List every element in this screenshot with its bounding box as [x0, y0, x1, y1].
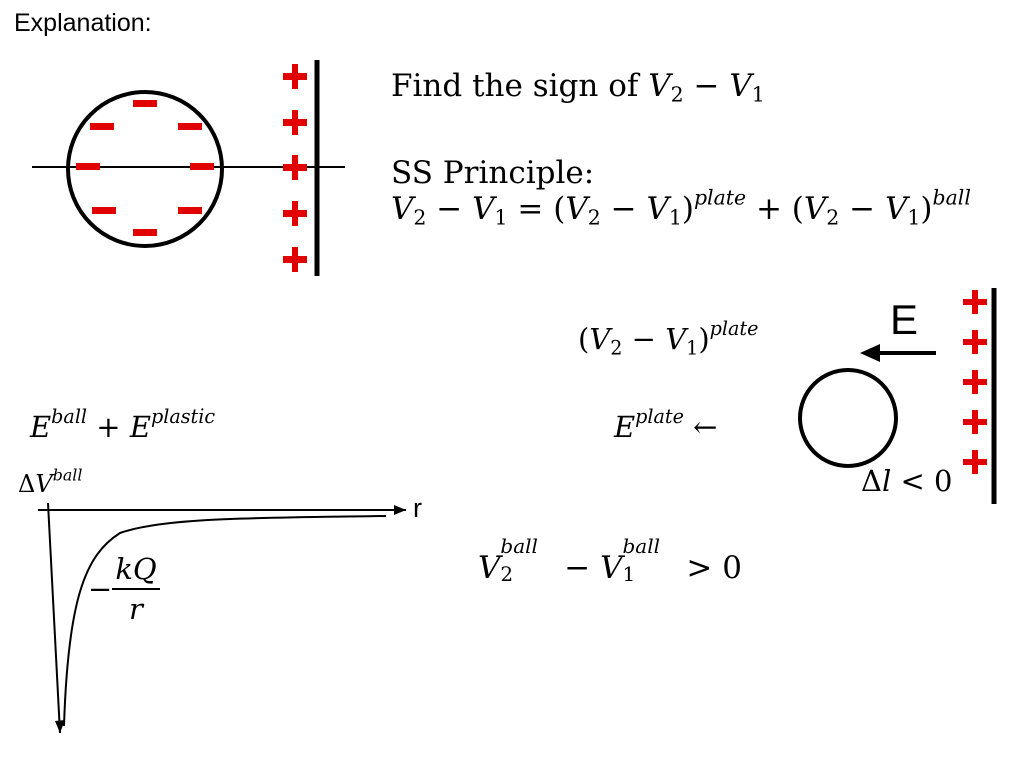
field-arrow-head [860, 344, 880, 362]
negative-charge [90, 123, 114, 130]
slide-heading: Explanation: [14, 9, 152, 37]
plate-field-direction: Eplate ← [614, 405, 718, 444]
plate-contribution: (V2 − V1)plate [578, 317, 759, 360]
neutral-ball [798, 368, 898, 468]
superposition-equation: V2 − V1 = (V2 − V1)plate + (V2 − V1)ball [391, 185, 971, 230]
positive-charge-v [972, 290, 978, 314]
potential-axis [47, 502, 61, 734]
positive-charge-v [292, 247, 298, 272]
positive-charge-v [292, 201, 298, 226]
negative-charge [133, 100, 157, 107]
field-sum: Eball + Eplastic [30, 405, 216, 444]
r-axis-arrowhead [394, 505, 406, 515]
negative-charge [178, 123, 202, 130]
positive-charge-v [292, 64, 298, 89]
positive-charge-v [292, 155, 298, 180]
question-line: Find the sign of V2 − V1 [391, 68, 765, 107]
negative-charge [178, 207, 202, 214]
field-label: E [890, 296, 919, 343]
positive-charge-v [972, 330, 978, 354]
potential-axis-label: ΔVball [18, 465, 83, 498]
charged-ball [66, 90, 224, 248]
negative-charge [92, 207, 116, 214]
r-axis-label: r [413, 493, 422, 523]
negative-charge [76, 163, 100, 170]
potential-curve [63, 515, 387, 727]
potential-axis-arrowhead [55, 720, 65, 733]
negative-charge [190, 163, 214, 170]
positive-charge-v [292, 110, 298, 135]
ss-principle-label: SS Principle: [391, 155, 595, 191]
displacement-label: Δl < 0 [861, 464, 953, 498]
positive-charge-v [972, 450, 978, 474]
positive-charge-v [972, 370, 978, 394]
positive-charge-v [972, 410, 978, 434]
negative-charge [133, 229, 157, 236]
